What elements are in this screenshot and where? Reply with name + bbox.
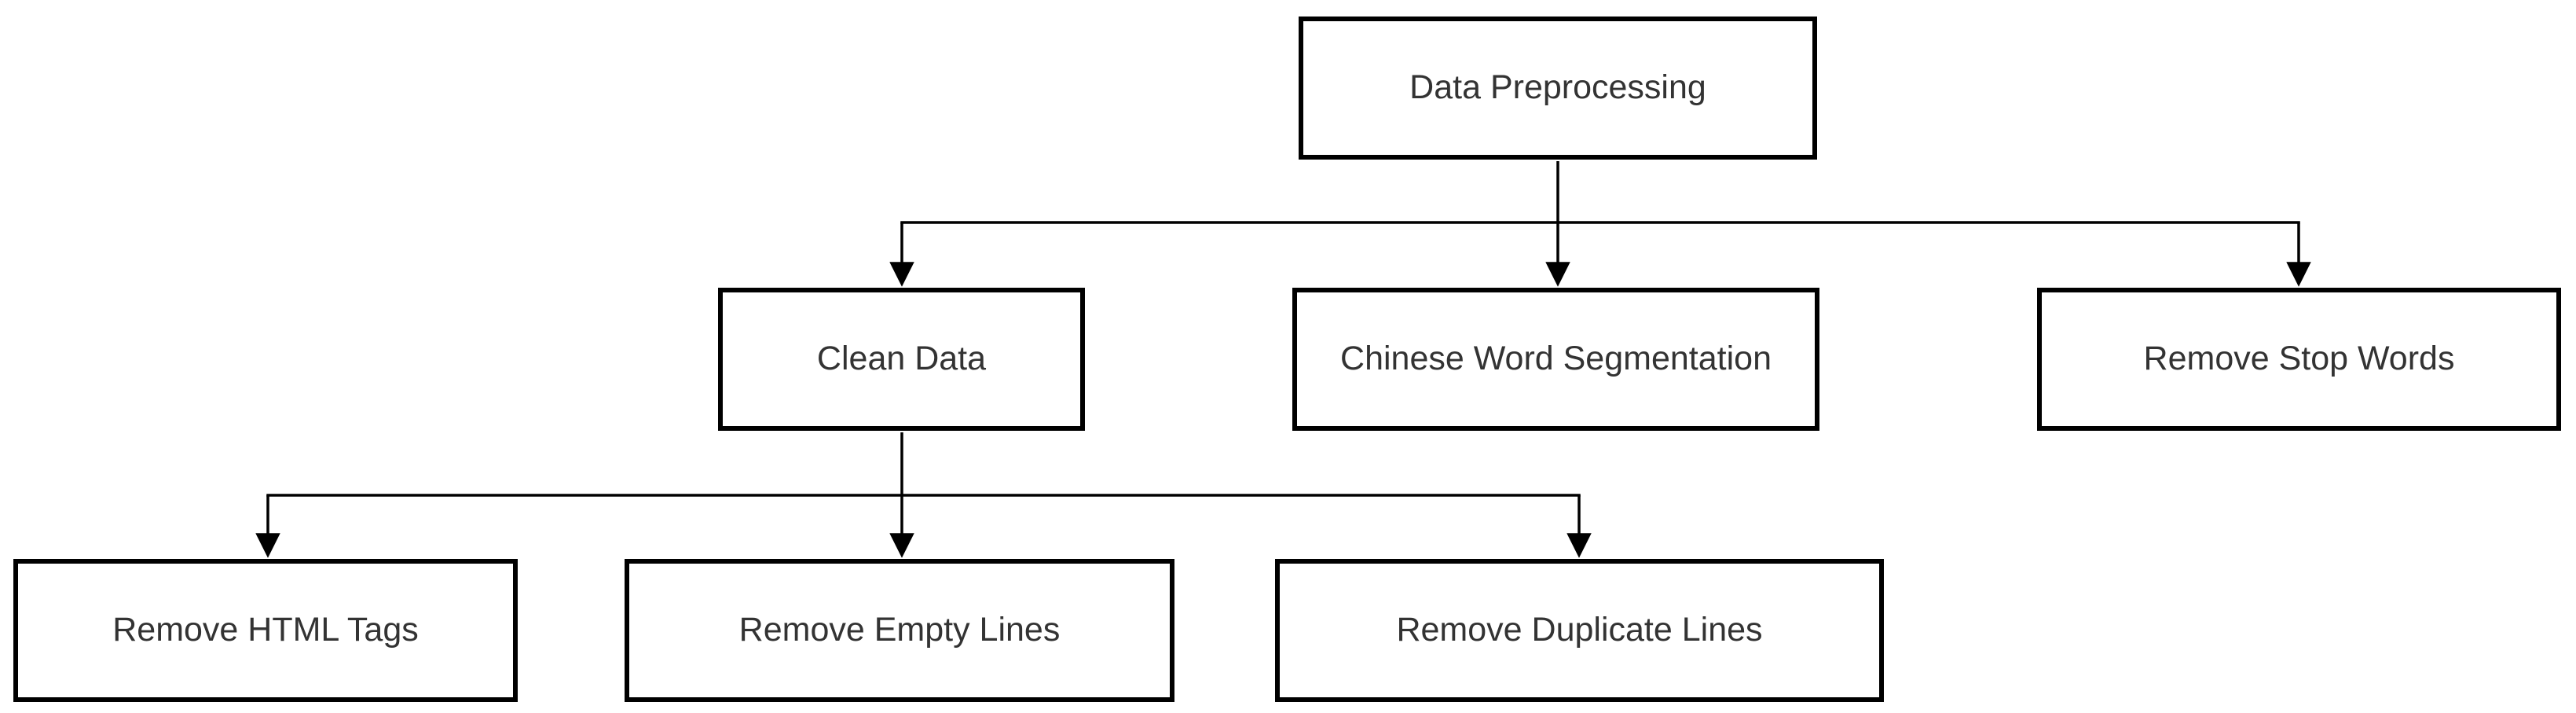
node-remove-stop-words: Remove Stop Words xyxy=(2037,288,2561,431)
node-remove-duplicate-lines-label: Remove Duplicate Lines xyxy=(1396,611,1763,649)
node-remove-duplicate-lines: Remove Duplicate Lines xyxy=(1275,559,1884,702)
node-data-preprocessing: Data Preprocessing xyxy=(1299,17,1817,160)
node-remove-empty-lines: Remove Empty Lines xyxy=(625,559,1174,702)
node-clean-data-label: Clean Data xyxy=(816,340,987,378)
node-clean-data: Clean Data xyxy=(718,288,1085,431)
node-data-preprocessing-label: Data Preprocessing xyxy=(1409,68,1706,107)
node-remove-stop-words-label: Remove Stop Words xyxy=(2143,340,2455,378)
node-chinese-word-segmentation: Chinese Word Segmentation xyxy=(1292,288,1819,431)
node-chinese-word-segmentation-label: Chinese Word Segmentation xyxy=(1340,340,1772,378)
node-remove-html-tags-label: Remove HTML Tags xyxy=(112,611,419,649)
node-remove-html-tags: Remove HTML Tags xyxy=(13,559,518,702)
node-remove-empty-lines-label: Remove Empty Lines xyxy=(738,611,1061,649)
